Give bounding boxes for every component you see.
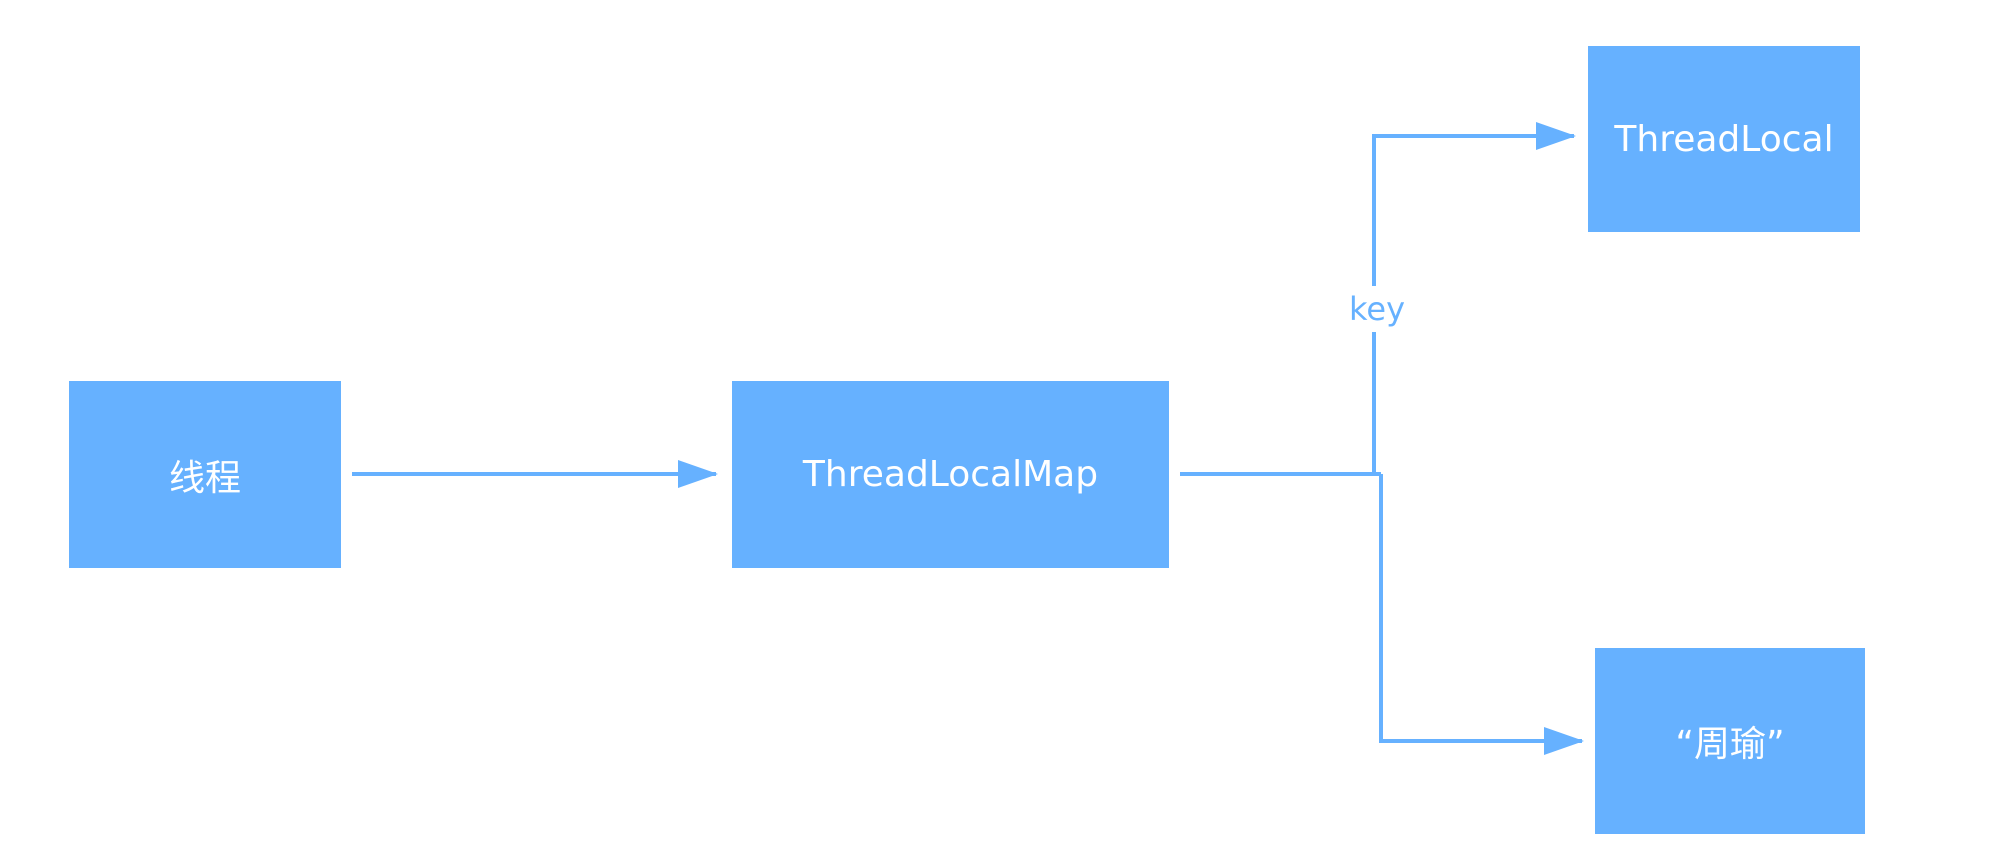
- node-thread: 线程: [69, 381, 341, 568]
- edge-label-bg: [1340, 286, 1410, 332]
- edge-label-key: key: [1349, 290, 1405, 328]
- node-thread-label: 线程: [168, 457, 241, 499]
- edge-map-to-value: [1379, 474, 1584, 755]
- node-threadlocalmap: ThreadLocalMap: [732, 381, 1169, 568]
- node-value: “周瑜”: [1595, 648, 1865, 834]
- edge-map-to-threadlocal: [1372, 122, 1576, 474]
- node-threadlocal-label: ThreadLocal: [1614, 118, 1834, 160]
- node-threadlocal: ThreadLocal: [1588, 46, 1860, 232]
- node-threadlocalmap-label: ThreadLocalMap: [802, 454, 1099, 495]
- node-value-label: “周瑜”: [1675, 724, 1785, 765]
